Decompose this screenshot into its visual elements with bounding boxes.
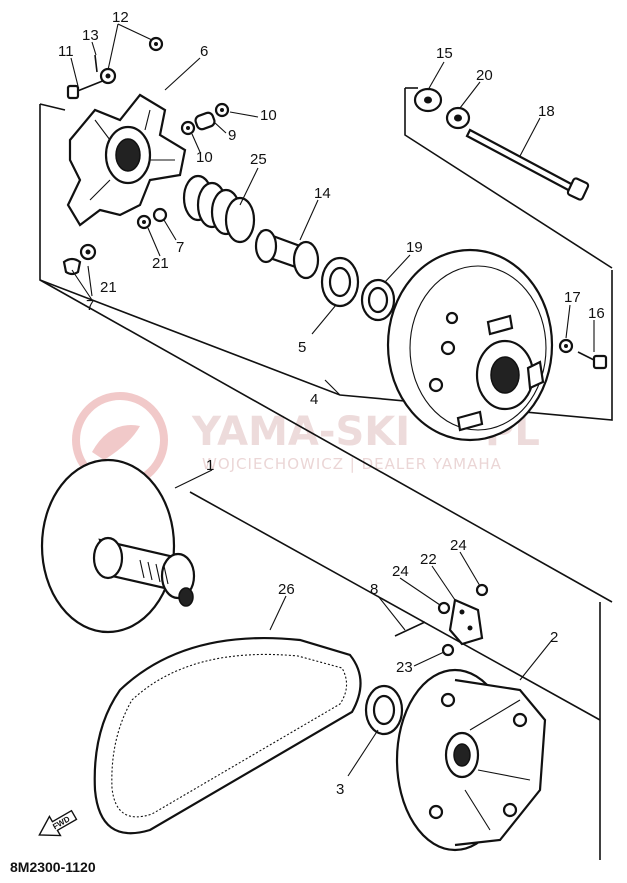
callout-18: 18 <box>538 103 555 120</box>
callout-20: 20 <box>476 67 493 84</box>
callout-14: 14 <box>314 185 331 202</box>
callout-12: 12 <box>112 9 129 26</box>
secondary-sheave-part <box>395 668 547 852</box>
callout-7-lower: 7 <box>86 297 94 314</box>
callout-24-left: 24 <box>392 563 409 580</box>
washer-part-15 <box>413 87 443 113</box>
screw-part-23 <box>441 643 455 657</box>
bushing-part-3 <box>364 684 404 736</box>
callout-24-right: 24 <box>450 537 467 554</box>
callout-1: 1 <box>206 457 214 474</box>
callout-3: 3 <box>336 781 344 798</box>
bolt-part-16 <box>577 351 608 370</box>
callout-25: 25 <box>250 151 267 168</box>
callout-17: 17 <box>564 289 581 306</box>
callout-6: 6 <box>200 43 208 60</box>
callout-4: 4 <box>310 391 318 408</box>
bolt-part-11 <box>66 79 106 100</box>
watermark-logo-mark-icon <box>92 425 140 460</box>
ring-part-19 <box>360 278 396 322</box>
fixed-sheave-part <box>40 458 196 634</box>
spring-part-25 <box>182 174 256 244</box>
washer-part-21 <box>79 214 152 261</box>
callout-23: 23 <box>396 659 413 676</box>
forward-arrow-icon <box>38 809 78 837</box>
washer-part-24 <box>437 583 489 615</box>
watermark-dealer: WOJCIECHOWICZ | DEALER YAMAHA <box>202 455 502 473</box>
callout-11: 11 <box>58 43 74 60</box>
callout-26: 26 <box>278 581 295 598</box>
callout-19: 19 <box>406 239 423 256</box>
sleeve-part-14 <box>254 228 320 280</box>
movable-sheave-part <box>386 248 554 442</box>
nut-part-7 <box>62 207 168 276</box>
assembly-outline <box>39 87 613 860</box>
washer-part-17 <box>558 338 574 354</box>
callout-10-lower: 10 <box>196 149 213 166</box>
pin-part-8 <box>394 621 426 637</box>
forward-arrow: FWD <box>38 809 78 837</box>
washer-part-12 <box>99 36 164 85</box>
washer-part-20 <box>445 106 471 130</box>
pin-part-13 <box>94 54 98 73</box>
callout-2: 2 <box>550 629 558 646</box>
callout-7-upper: 7 <box>176 239 184 256</box>
callout-5: 5 <box>298 339 306 356</box>
bracket-part-22 <box>448 598 484 646</box>
washer-part-10 <box>180 102 230 136</box>
callout-13: 13 <box>82 27 99 44</box>
callout-10-upper: 10 <box>260 107 277 124</box>
callout-9: 9 <box>228 127 236 144</box>
drive-belt-part <box>93 637 362 835</box>
callout-numbers: 11 13 12 6 10 9 10 25 7 21 14 15 20 18 1… <box>58 9 605 798</box>
roller-part-9 <box>194 111 216 131</box>
diagram-code: 8M2300-1120 <box>10 859 96 875</box>
callout-16: 16 <box>588 305 605 322</box>
callout-21-upper: 21 <box>152 255 169 272</box>
watermark-brand: YAMA-SKI <box>191 409 410 455</box>
callout-15: 15 <box>436 45 453 62</box>
callout-22: 22 <box>420 551 437 568</box>
callout-21-lower: 21 <box>100 279 117 296</box>
bolt-part-18 <box>465 128 590 201</box>
spider-part <box>66 93 187 227</box>
leader-lines <box>70 23 595 777</box>
bushing-part-5 <box>320 256 360 308</box>
callout-8: 8 <box>370 581 378 598</box>
